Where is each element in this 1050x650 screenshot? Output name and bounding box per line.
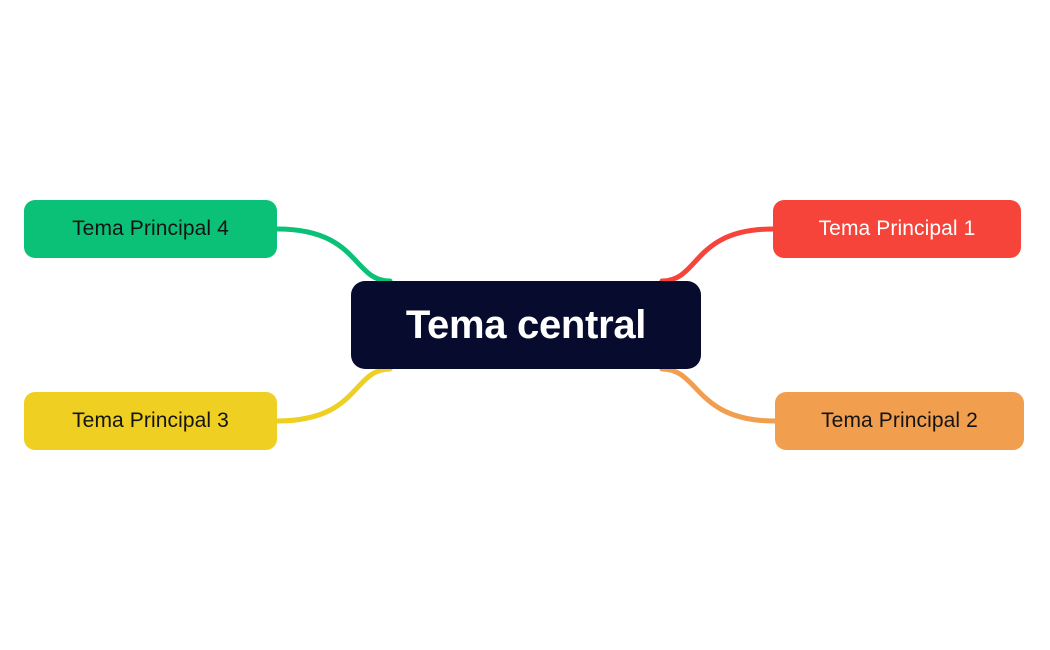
mindmap-node-topic-2[interactable]: Tema Principal 2 [775, 392, 1024, 450]
mindmap-node-central[interactable]: Tema central [351, 281, 701, 369]
connector-topic-2 [659, 366, 778, 424]
node-label-topic-1: Tema Principal 1 [818, 217, 976, 240]
connector-topic-3 [274, 366, 393, 424]
node-label-topic-4: Tema Principal 4 [72, 217, 229, 240]
node-label-topic-3: Tema Principal 3 [72, 409, 229, 432]
node-label-topic-2: Tema Principal 2 [821, 409, 978, 432]
connector-topic-4 [274, 226, 393, 284]
mindmap-node-topic-1[interactable]: Tema Principal 1 [773, 200, 1021, 258]
node-label-central: Tema central [405, 302, 647, 347]
mindmap-node-topic-3[interactable]: Tema Principal 3 [24, 392, 277, 450]
connector-topic-1 [659, 226, 776, 284]
mindmap-node-topic-4[interactable]: Tema Principal 4 [24, 200, 277, 258]
